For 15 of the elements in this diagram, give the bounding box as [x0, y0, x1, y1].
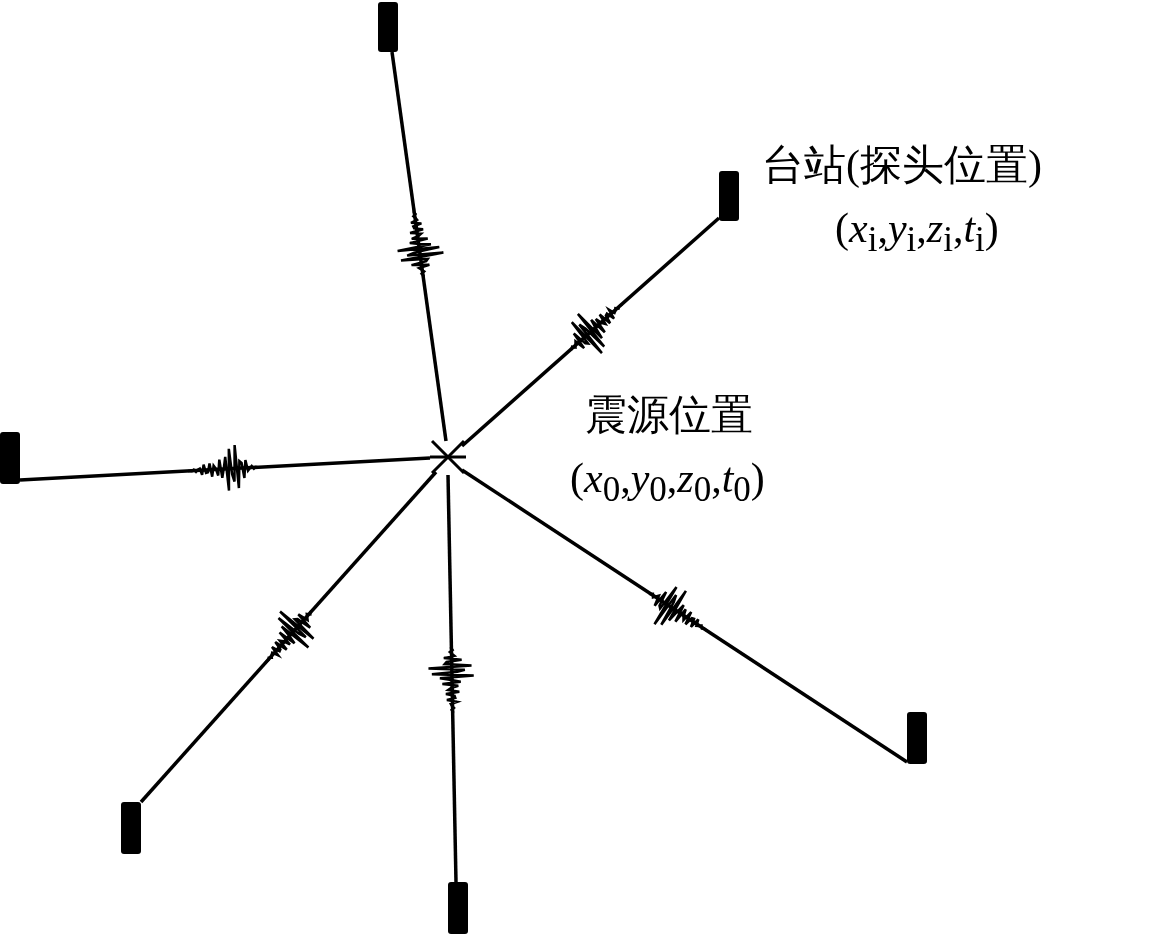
ray-line [460, 216, 721, 448]
station-bar [378, 2, 398, 52]
coordinate-label: (x$_{0}$,y$_{0}$,z$_{0}$,t$_{0}$) [570, 455, 765, 510]
station-bar [907, 712, 927, 764]
ray-line [461, 468, 908, 764]
ray-line [390, 51, 448, 442]
coordinate-label: (x$_{i}$,y$_{i}$,z$_{i}$,t$_{i}$) [835, 205, 999, 260]
node-caption: 台站(探头位置) [762, 142, 1042, 189]
ray-line [139, 470, 438, 804]
station-bar [121, 802, 141, 854]
ray-line [19, 456, 431, 482]
ray-line [446, 474, 458, 883]
station-bar [448, 882, 468, 934]
node-caption: 震源位置 [585, 392, 753, 439]
station-bar [0, 432, 20, 484]
